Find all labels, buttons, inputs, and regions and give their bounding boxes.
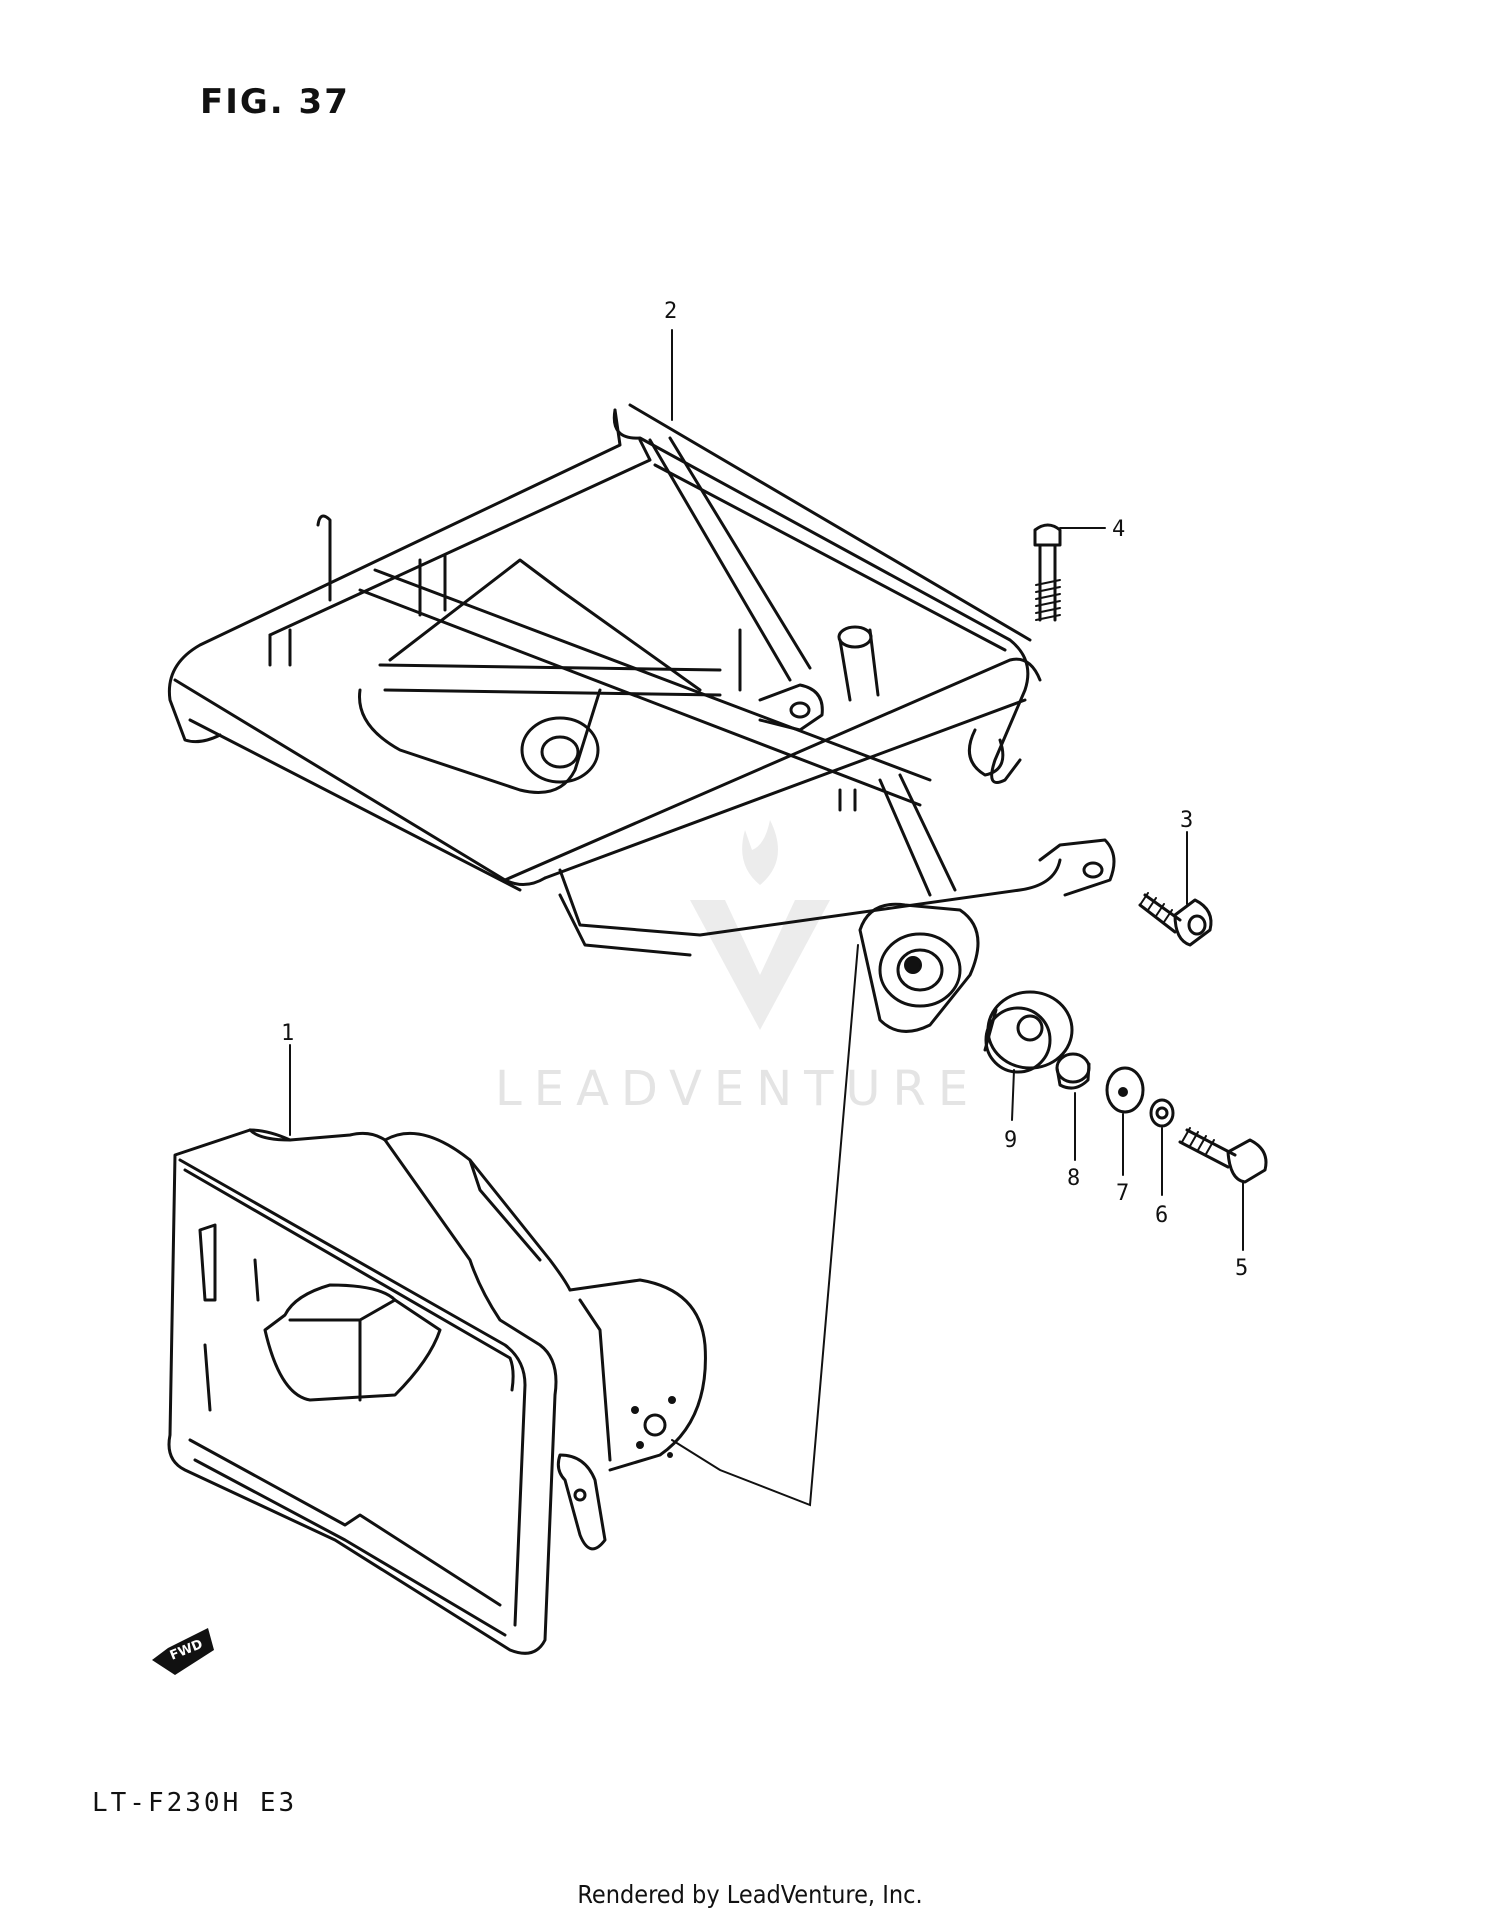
callout-3: 3 (1180, 808, 1193, 833)
callout-5: 5 (1235, 1256, 1248, 1281)
callout-8: 8 (1067, 1166, 1080, 1191)
watermark-text: LEADVENTURE (495, 1061, 980, 1117)
fwd-arrow: FWD (152, 1628, 214, 1675)
callout-6: 6 (1155, 1203, 1168, 1228)
part-5-bolt (1178, 1127, 1268, 1251)
callout-2: 2 (664, 299, 677, 324)
part-4-bolt (1033, 523, 1106, 622)
callout-7: 7 (1116, 1181, 1129, 1206)
part-9-grommet (983, 990, 1074, 1121)
figure-title: FIG. 37 (200, 82, 350, 122)
callout-9: 9 (1004, 1128, 1017, 1153)
part-1-headlight-housing (167, 1128, 707, 1655)
model-code: LT-F230H E3 (92, 1788, 298, 1818)
assembly-leader-line (671, 944, 859, 1507)
part-2-carrier-rack (167, 403, 1116, 957)
callout-4: 4 (1112, 517, 1125, 542)
rack-mount-boss (858, 902, 980, 1033)
part-3-bolt (1138, 831, 1213, 947)
footer-credit: Rendered by LeadVenture, Inc. (577, 1880, 923, 1909)
part-6-lock-washer (1149, 1098, 1175, 1196)
callout-1: 1 (281, 1021, 294, 1046)
part-7-washer (1105, 1066, 1145, 1176)
part-8-collar (1055, 1052, 1091, 1161)
